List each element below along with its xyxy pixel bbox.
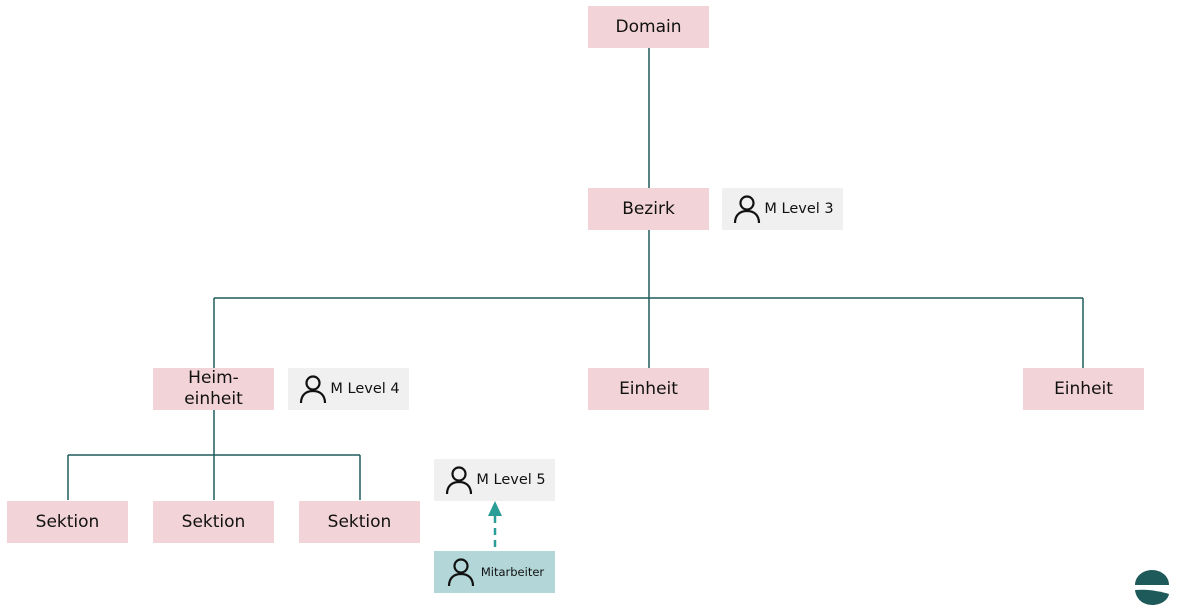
node-sektion-1-label: Sektion bbox=[35, 511, 100, 532]
dashed-report-arrowhead bbox=[488, 501, 502, 516]
node-sektion-3: Sektion bbox=[299, 501, 420, 543]
node-sektion-3-label: Sektion bbox=[327, 511, 392, 532]
badge-manager-level-3: M Level 3 bbox=[722, 188, 843, 230]
node-sektion-1: Sektion bbox=[7, 501, 128, 543]
badge-manager-level-5: M Level 5 bbox=[434, 459, 555, 501]
badge-level-5-label: M Level 5 bbox=[476, 472, 546, 488]
badge-manager-level-4: M Level 4 bbox=[288, 368, 409, 410]
node-heimeinheit-label: Heim- einheit bbox=[184, 368, 243, 409]
node-einheit-middle: Einheit bbox=[588, 368, 709, 410]
badge-employee: Mitarbeiter bbox=[434, 551, 555, 593]
node-einheit-right: Einheit bbox=[1023, 368, 1144, 410]
person-icon bbox=[447, 558, 474, 587]
node-sektion-2: Sektion bbox=[153, 501, 274, 543]
node-domain: Domain bbox=[588, 6, 709, 48]
person-icon bbox=[300, 375, 327, 404]
node-einheit-middle-label: Einheit bbox=[619, 378, 678, 399]
node-bezirk: Bezirk bbox=[588, 188, 709, 230]
badge-level-4-label: M Level 4 bbox=[330, 381, 400, 397]
node-einheit-right-label: Einheit bbox=[1054, 378, 1113, 399]
badge-employee-label: Mitarbeiter bbox=[480, 565, 545, 579]
node-heimeinheit: Heim- einheit bbox=[153, 368, 274, 410]
person-icon bbox=[446, 466, 473, 495]
brand-logo-icon bbox=[1135, 570, 1169, 605]
node-sektion-2-label: Sektion bbox=[181, 511, 246, 532]
person-icon bbox=[734, 195, 761, 224]
node-bezirk-label: Bezirk bbox=[622, 198, 675, 219]
badge-level-3-label: M Level 3 bbox=[764, 201, 834, 217]
node-domain-label: Domain bbox=[615, 16, 682, 37]
